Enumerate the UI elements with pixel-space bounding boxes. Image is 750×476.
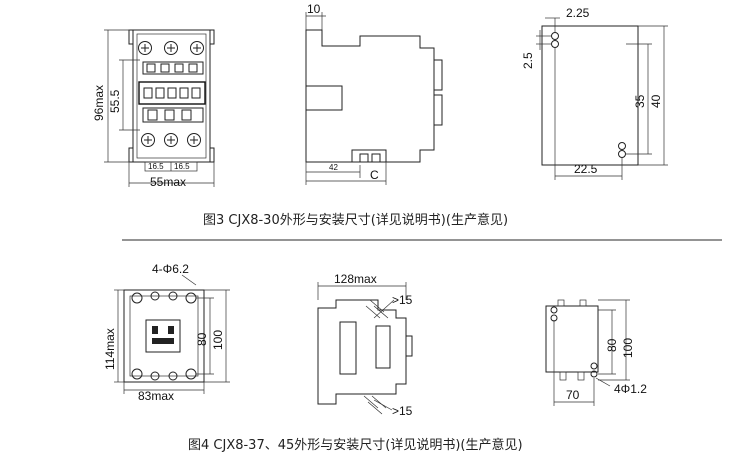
fig3-side-view bbox=[305, 12, 443, 185]
fig3-hole-offset-y-label: 2.5 bbox=[521, 52, 535, 69]
fig4-clearance-top-label: >15 bbox=[392, 293, 413, 307]
fig3-width-max-label: 55max bbox=[150, 175, 186, 189]
fig4-clearance-bottom-label: >15 bbox=[392, 404, 413, 418]
fig4-side-view bbox=[317, 282, 413, 415]
figure3-caption: 图3 CJX8-30外形与安装尺寸(详见说明书)(生产意见) bbox=[203, 213, 509, 228]
fig4-depth-max-label: 128max bbox=[334, 272, 377, 286]
fig3-outer-height-label: 40 bbox=[649, 94, 663, 108]
fig3-height-label: 55.5 bbox=[108, 89, 122, 113]
fig3-inner-height-label: 35 bbox=[633, 94, 647, 108]
fig3-height-max-label: 96max bbox=[92, 85, 106, 121]
fig3-top-offset-label: 10 bbox=[307, 2, 321, 16]
fig3-front-view bbox=[104, 29, 215, 187]
fig4-outer-height-label: 100 bbox=[211, 330, 225, 350]
fig4-width-max-label: 83max bbox=[138, 389, 174, 403]
fig3-pitch-right-label: 16.5 bbox=[174, 162, 190, 171]
fig3-base-label: C bbox=[370, 168, 379, 182]
fig3-base-dim-label: 42 bbox=[329, 163, 338, 172]
fig4-height-max-label: 114max bbox=[103, 328, 117, 370]
fig3-mounting-view bbox=[536, 17, 668, 180]
fig4-mount-holes-label: 4Φ1.2 bbox=[614, 382, 647, 396]
fig4-inner-height-label: 80 bbox=[195, 332, 209, 346]
fig4-mount-outer-height-label: 100 bbox=[621, 338, 635, 358]
fig3-pitch-left-label: 16.5 bbox=[148, 162, 164, 171]
fig4-mount-inner-height-label: 80 bbox=[605, 338, 619, 352]
fig4-mounting-view bbox=[545, 299, 630, 406]
fig3-hole-offset-x-label: 2.25 bbox=[566, 6, 590, 20]
fig4-front-view bbox=[114, 274, 230, 394]
figure4-caption: 图4 CJX8-37、45外形与安装尺寸(详见说明书)(生产意见) bbox=[188, 438, 523, 453]
fig4-holes-label: 4-Φ6.2 bbox=[152, 262, 189, 276]
fig3-width-label: 22.5 bbox=[574, 162, 598, 176]
fig4-mount-width-label: 70 bbox=[566, 388, 580, 402]
